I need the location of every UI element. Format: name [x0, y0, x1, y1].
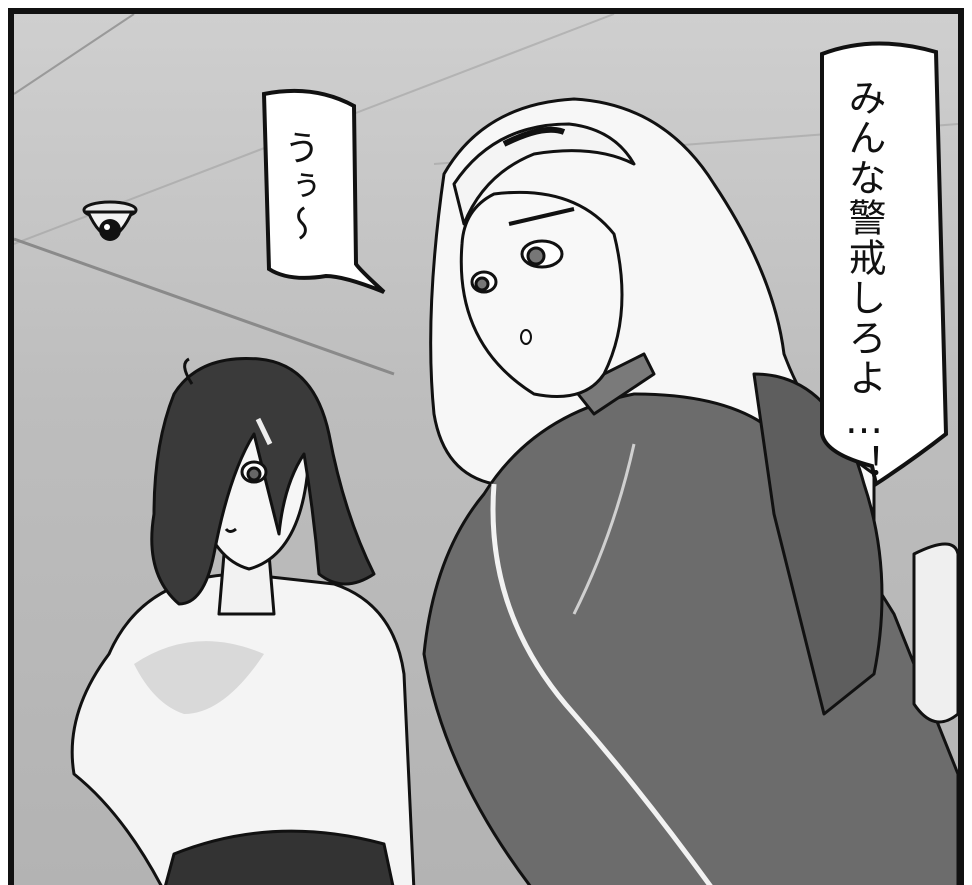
light-haired-character: [422, 97, 958, 885]
security-camera-icon: [82, 200, 138, 241]
speech-text-small: うぅ～: [278, 129, 319, 243]
speech-bubble-main: [820, 41, 949, 488]
panel-illustration: [14, 14, 958, 885]
comic-panel: みんな警戒しろよ…！ うぅ～: [8, 8, 964, 885]
dark-haired-character: [70, 356, 416, 885]
speech-text-main: みんな警戒しろよ…！: [842, 78, 886, 484]
speech-bubble-small: [261, 88, 386, 294]
